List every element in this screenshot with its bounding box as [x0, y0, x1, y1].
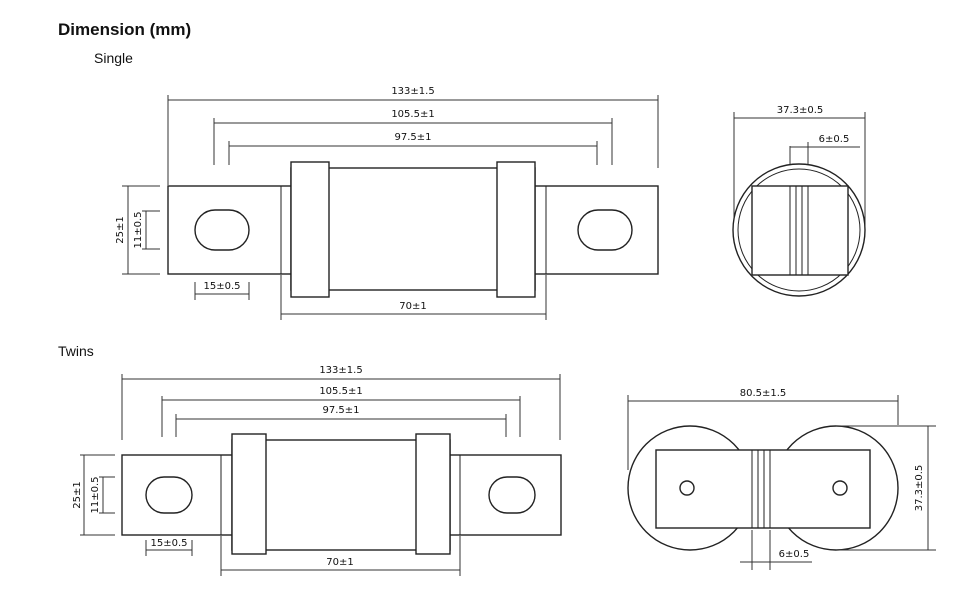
twins-inner-length: 97.5±1: [322, 405, 359, 416]
twins-end-view: 80.5±1.5 37.3±0.5 6±0.5: [627, 388, 936, 570]
single-side-view: 133±1.5 105.5±1 97.5±1 25±1 11±0.5 15±0.…: [115, 86, 659, 320]
single-mount-length: 105.5±1: [391, 109, 434, 120]
fuse-body: [290, 167, 536, 291]
twins-left-mounting-hole: [145, 476, 193, 514]
twins-right-end-cap: [415, 433, 451, 555]
twins-right-mounting-hole: [488, 476, 536, 514]
single-tab-width: 25±1: [115, 216, 126, 243]
end-tab-face: [751, 185, 849, 276]
right-mounting-hole: [577, 209, 633, 251]
left-mounting-hole: [194, 209, 250, 251]
single-inner-length: 97.5±1: [394, 132, 431, 143]
twins-left-end-cap: [231, 433, 267, 555]
end-circle-inner: [737, 168, 861, 292]
twins-right-hole: [832, 480, 848, 496]
twins-slot-width: 6±0.5: [779, 549, 810, 560]
left-end-cap: [290, 161, 330, 298]
twins-body-length: 70±1: [326, 557, 353, 568]
single-body-length: 70±1: [399, 301, 426, 312]
single-hole-offset: 15±0.5: [203, 281, 240, 292]
single-diameter: 37.3±0.5: [777, 105, 824, 116]
right-end-cap: [496, 161, 536, 298]
twins-hole-height: 11±0.5: [90, 476, 101, 513]
twins-tab-width: 25±1: [72, 481, 83, 508]
single-end-view: 37.3±0.5 6±0.5: [732, 105, 866, 297]
twins-label: Twins: [58, 343, 94, 359]
single-hole-height: 11±0.5: [133, 211, 144, 248]
twins-mount-length: 105.5±1: [319, 386, 362, 397]
twins-fuse-body: [231, 439, 451, 551]
twins-overall-width: 80.5±1.5: [740, 388, 787, 399]
twins-hole-offset: 15±0.5: [150, 538, 187, 549]
twins-height: 37.3±0.5: [914, 465, 925, 512]
twins-overall-length: 133±1.5: [319, 365, 362, 376]
twins-side-view: 133±1.5 105.5±1 97.5±1 25±1 11±0.5 15±0.…: [72, 365, 562, 576]
single-label: Single: [94, 50, 133, 66]
twins-left-terminal-tab: [121, 454, 235, 536]
twins-left-hole: [679, 480, 695, 496]
page-title: Dimension (mm): [58, 20, 192, 39]
single-slot-width: 6±0.5: [819, 134, 850, 145]
single-overall-length: 133±1.5: [391, 86, 434, 97]
